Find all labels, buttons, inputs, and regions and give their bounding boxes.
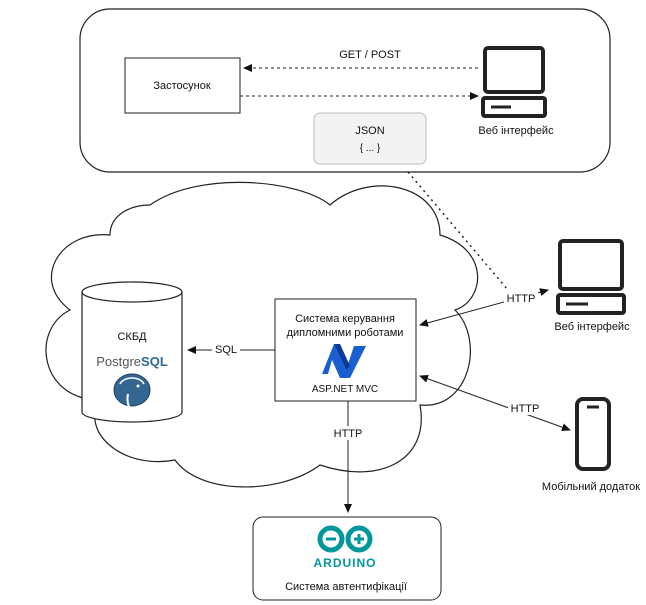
postgresql-elephant-icon [113, 373, 151, 413]
arduino-wordmark: ARDUINO [314, 556, 377, 570]
db-label: СКБД [117, 331, 147, 343]
system-tech-label: ASP.NET MVC [312, 384, 378, 395]
system-title-line1: Система керування [295, 313, 395, 325]
json-box: JSON { ... } [313, 112, 427, 165]
database-cylinder [81, 281, 183, 423]
system-title-line2: дипломними роботами [287, 327, 404, 339]
smartphone-icon [575, 397, 611, 471]
http-mobile-arrow [419, 374, 571, 432]
get-post-label: GET / POST [339, 49, 401, 61]
auth-label: Система автентифікації [285, 581, 407, 593]
auth-box [252, 516, 442, 601]
client-panel [79, 8, 611, 173]
web-ui-label-top: Веб інтерфейс [478, 125, 554, 137]
http-mobile-label: HTTP [511, 403, 540, 415]
json-title: JSON [355, 125, 384, 137]
mobile-label: Мобільний додаток [542, 481, 640, 493]
json-body: { ... } [360, 143, 381, 154]
monitor-icon [556, 239, 626, 315]
http-web-label: HTTP [507, 293, 536, 305]
app-label: Застосунок [153, 80, 210, 92]
arduino-logo-icon [317, 525, 373, 553]
app-box: Застосунок [124, 57, 241, 114]
sql-label: SQL [215, 344, 237, 356]
aspnet-logo-icon [322, 344, 366, 378]
system-box [274, 298, 417, 402]
http-down-label: HTTP [334, 428, 363, 440]
postgresql-logo-text: PostgreSQL [96, 354, 168, 369]
web-ui-label-right: Веб інтерфейс [554, 321, 630, 333]
dotted-connector [407, 171, 509, 291]
monitor-icon [481, 46, 547, 118]
